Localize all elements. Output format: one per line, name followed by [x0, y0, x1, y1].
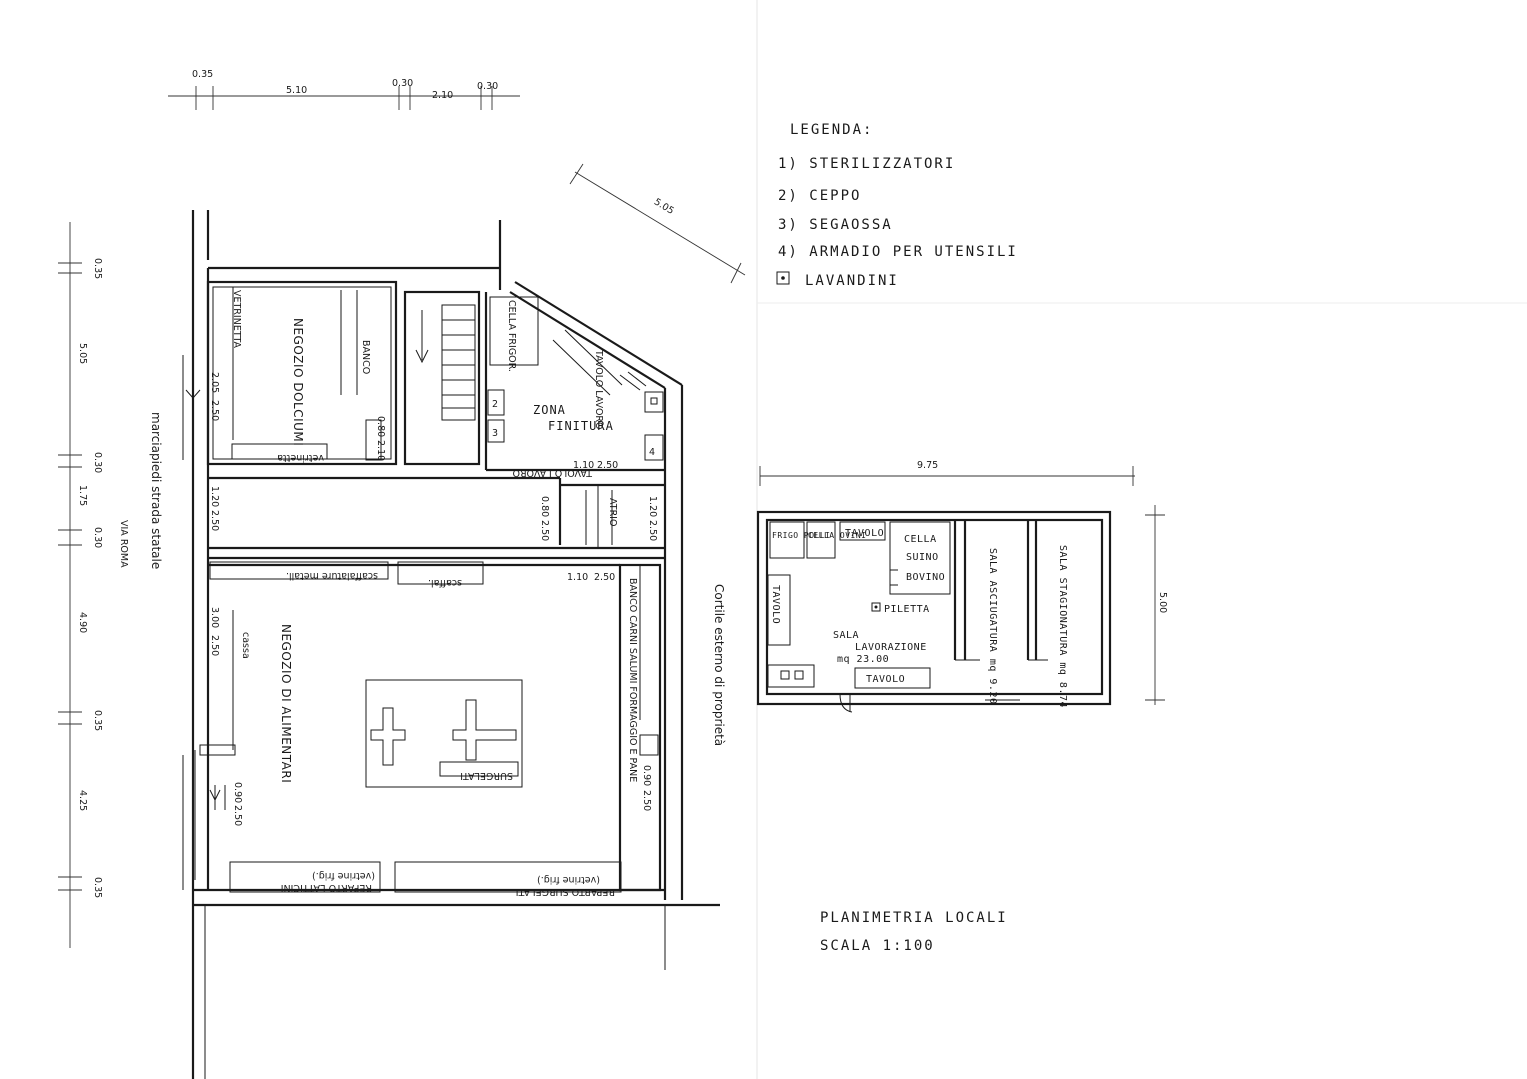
lab-sala-stagionatura: SALA STAGIONATURA mq 8.74 — [1057, 545, 1068, 708]
lab-tavolo-left: TAVOLO — [770, 585, 781, 624]
svg-text:cassa: cassa — [240, 632, 251, 659]
lab-sala-asciugatura: SALA ASCIUGATURA mq 9.20 — [987, 548, 998, 705]
lab-cella-suino-1: CELLA — [904, 534, 937, 545]
dim-diagonal: 5.05 — [652, 197, 676, 217]
svg-text:2.10: 2.10 — [375, 440, 386, 461]
svg-text:2.50: 2.50 — [209, 635, 220, 656]
lab-cella-suino-2: SUINO — [906, 552, 939, 563]
room-negozio-dolciumi: NEGOZIO DOLCIUMI — [291, 318, 305, 446]
dim-top-2: 5.10 — [286, 85, 307, 96]
svg-text:3.00: 3.00 — [209, 607, 220, 628]
svg-text:0.90: 0.90 — [232, 782, 243, 803]
courtyard-label: Cortile esterno di proprietà — [712, 584, 726, 746]
legend: LEGENDA: 1) STERILIZZATORI 2) CEPPO 3) S… — [776, 122, 1018, 289]
svg-text:3: 3 — [492, 428, 498, 439]
svg-text:2.50: 2.50 — [539, 520, 550, 541]
lab-sala-lavorazione-3: mq 23.00 — [837, 654, 889, 665]
dim-left-9: 0.35 — [92, 877, 103, 898]
svg-text:vetrinetta: vetrinetta — [277, 452, 324, 463]
svg-text:1.10: 1.10 — [567, 572, 588, 583]
lab-height-dim: 5.00 — [1157, 592, 1168, 613]
dim-left-5: 0.30 — [92, 527, 103, 548]
svg-text:2.50: 2.50 — [641, 790, 652, 811]
lab-frigo-polli: FRIGO POLLI — [772, 531, 830, 540]
room-zona-finitura-2: FINITURA — [548, 419, 614, 433]
svg-text:2.50: 2.50 — [594, 572, 615, 583]
svg-text:4: 4 — [649, 447, 655, 458]
lab-sala-lavorazione-1: SALA — [833, 630, 859, 641]
svg-text:(vetrine frig.): (vetrine frig.) — [537, 874, 600, 885]
lab-cella-suino-3: BOVINO — [906, 572, 945, 583]
svg-text:REPARTO SURGELATI: REPARTO SURGELATI — [516, 886, 615, 897]
dim-left-7: 0.35 — [92, 710, 103, 731]
svg-text:scaffalature metall.: scaffalature metall. — [286, 570, 378, 581]
svg-text:1.10: 1.10 — [573, 460, 594, 471]
svg-text:2.50: 2.50 — [232, 805, 243, 826]
title-line-1: PLANIMETRIA LOCALI — [820, 910, 1008, 926]
dim-left-1: 0.35 — [92, 258, 103, 279]
legend-title: LEGENDA: — [790, 122, 873, 138]
title-line-2: SCALA 1:100 — [820, 938, 935, 954]
legend-item-5: LAVANDINI — [805, 273, 899, 289]
diagonal-dimension: 5.05 — [569, 163, 746, 284]
svg-text:2.50: 2.50 — [597, 460, 618, 471]
svg-text:(vetrine frig.): (vetrine frig.) — [312, 870, 375, 881]
opening-dimensions: 2.05 2.50 0.80 2.10 1.10 2.50 1.20 2.50 … — [209, 372, 658, 826]
title-block: PLANIMETRIA LOCALI SCALA 1:100 — [820, 910, 1008, 954]
legend-item-1: 1) STERILIZZATORI — [778, 156, 955, 172]
dim-top-4: 2.10 — [432, 90, 453, 101]
svg-text:SURGELATI: SURGELATI — [460, 770, 513, 781]
room-negozio-alimentari: NEGOZIO DI ALIMENTARI — [279, 624, 293, 783]
svg-text:scaffal.: scaffal. — [428, 577, 462, 588]
svg-text:2.50: 2.50 — [209, 510, 220, 531]
svg-text:CELLA FRIGOR.: CELLA FRIGOR. — [506, 300, 517, 372]
main-building — [182, 210, 720, 1079]
dim-left-3: 0.30 — [92, 452, 103, 473]
svg-text:BANCO CARNI SALUMI FORMAGGIO E: BANCO CARNI SALUMI FORMAGGIO E PANE — [627, 578, 638, 782]
lab-labels: FRIGO POLLI CELLA OVINI TAVOLO CELLA SUI… — [770, 528, 1068, 708]
dim-top-1: 0.35 — [192, 69, 213, 80]
lab-piletta: PILETTA — [884, 604, 930, 615]
legend-item-4: 4) ARMADIO PER UTENSILI — [778, 244, 1018, 260]
lab-cella-ovini: CELLA OVINI — [808, 531, 866, 540]
svg-text:REPARTO LATTICINI: REPARTO LATTICINI — [281, 882, 372, 893]
room-atrio: ATRIO — [607, 498, 618, 526]
room-zona-finitura-1: ZONA — [533, 403, 566, 417]
svg-text:1.20: 1.20 — [209, 486, 220, 507]
street-sidewalk-label: marciapiedi strada statale — [149, 412, 163, 569]
fixture-labels: VETRINETTA BANCO vetrinetta CELLA FRIGOR… — [231, 290, 655, 897]
sink-symbol-icon — [776, 271, 790, 285]
legend-item-3: 3) SEGAOSSA — [778, 217, 893, 233]
top-dimension-line: 0.35 5.10 0.30 2.10 0.30 — [168, 69, 520, 110]
dim-top-5: 0.30 — [477, 81, 498, 92]
svg-text:VETRINETTA: VETRINETTA — [231, 290, 242, 349]
lab-sala-lavorazione-2: LAVORAZIONE — [855, 642, 927, 653]
street-road-label: VIA ROMA — [118, 520, 129, 568]
svg-text:0.80: 0.80 — [375, 416, 386, 437]
svg-text:1.20: 1.20 — [647, 496, 658, 517]
svg-text:0.90: 0.90 — [641, 765, 652, 786]
svg-text:2: 2 — [492, 399, 498, 410]
svg-text:2.50: 2.50 — [209, 400, 220, 421]
svg-text:2.05: 2.05 — [209, 372, 220, 393]
left-dimension-line: 0.35 5.05 0.30 1.75 0.30 4.90 0.35 4.25 … — [58, 222, 103, 948]
sink-dot-icon — [781, 276, 785, 280]
dim-left-8: 4.25 — [77, 790, 88, 811]
lab-plan: 9.75 5.00 — [756, 460, 1168, 713]
svg-text:2.50: 2.50 — [647, 520, 658, 541]
lab-width-dim: 9.75 — [917, 460, 938, 471]
svg-text:BANCO: BANCO — [360, 340, 371, 374]
dim-top-3: 0.30 — [392, 78, 413, 89]
lab-tavolo-bottom: TAVOLO — [866, 674, 905, 685]
lab-tavolo-top: TAVOLO — [845, 528, 884, 539]
svg-text:TAVOLO LAVORO: TAVOLO LAVORO — [593, 349, 604, 430]
svg-text:0.80: 0.80 — [539, 496, 550, 517]
legend-item-2: 2) CEPPO — [778, 188, 861, 204]
dim-left-2: 5.05 — [77, 343, 88, 364]
dim-left-6: 4.90 — [77, 612, 88, 633]
svg-text:TAVOLO LAVORO: TAVOLO LAVORO — [512, 467, 593, 478]
dim-left-4: 1.75 — [77, 485, 88, 506]
